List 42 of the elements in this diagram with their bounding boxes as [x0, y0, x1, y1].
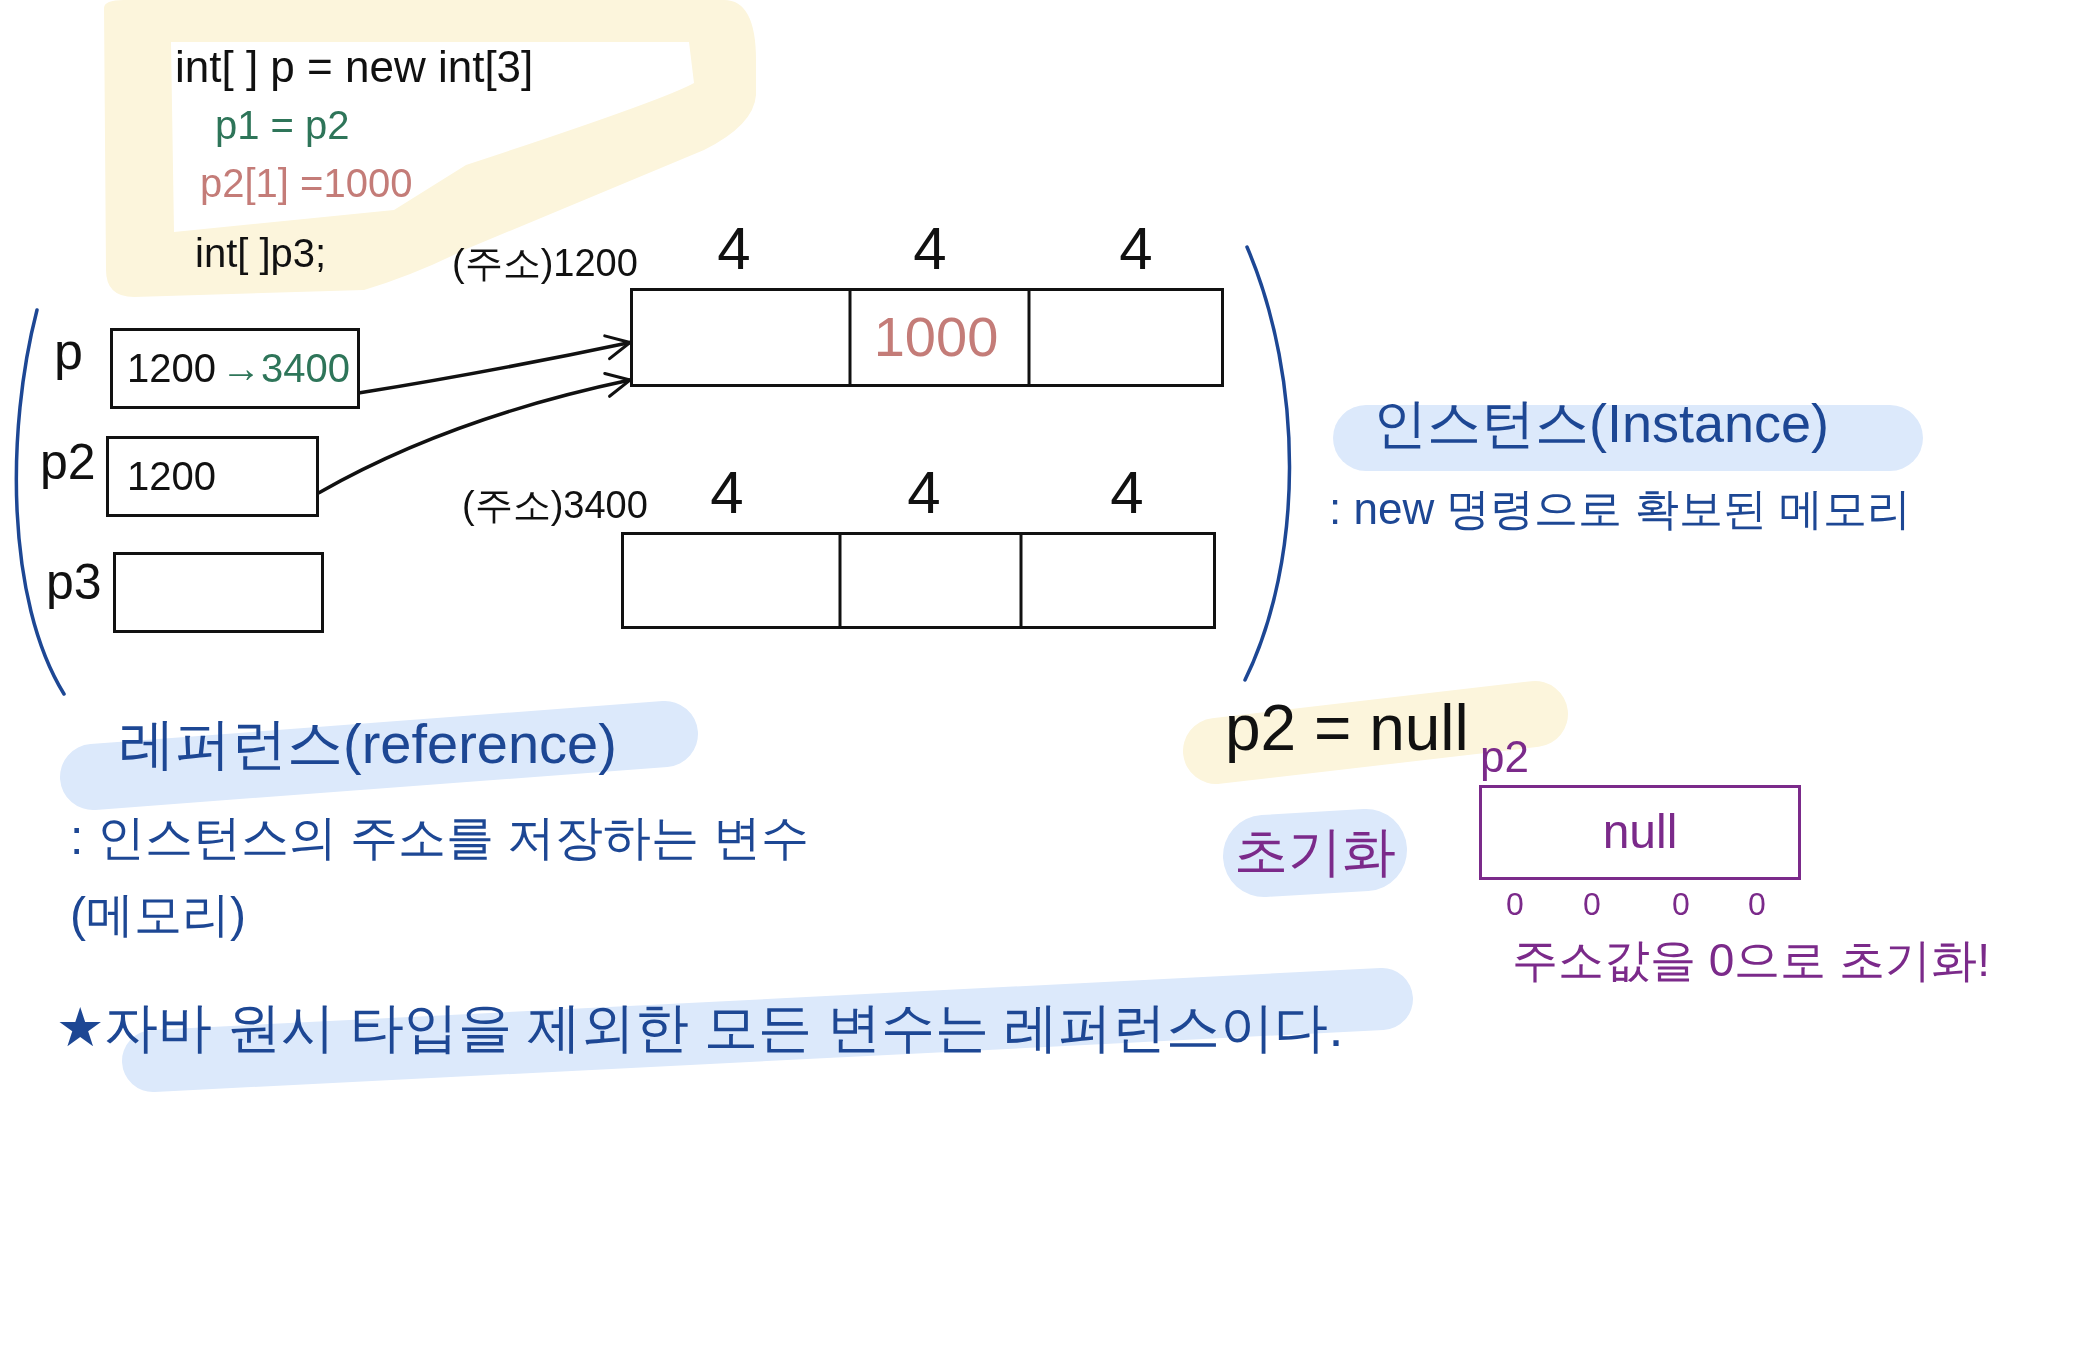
note-text: ★자바 원시 타입을 제외한 모든 변수는 레퍼런스이다. — [56, 996, 1344, 1059]
highlight-band — [1222, 806, 1408, 898]
heading-text: 초기화 — [1234, 820, 1396, 883]
size-label: 4 — [907, 458, 941, 527]
code-line: int[ ] p = new int[3] — [175, 42, 534, 93]
variable-name: p3 — [46, 554, 102, 612]
code-line: p2[1] =1000 — [200, 160, 413, 206]
code-line: p1 = p2 — [215, 102, 350, 148]
zero-label: 0 — [1672, 886, 1690, 923]
variable-name: p — [54, 322, 83, 382]
value-text: 1000 — [873, 305, 999, 370]
variable-box — [113, 552, 324, 633]
array-box — [630, 288, 1224, 387]
size-label: 4 — [913, 214, 947, 283]
zero-label: 0 — [1583, 886, 1601, 923]
code-line: int[ ]p3; — [195, 230, 327, 276]
variable-box — [110, 328, 360, 409]
zero-label: 0 — [1748, 886, 1766, 923]
value-text: 1200 — [127, 453, 216, 499]
arrow — [358, 334, 632, 395]
heading-text: 인스턴스(Instance) — [1373, 392, 1830, 455]
heading-text: 레퍼런스(reference) — [119, 712, 617, 777]
size-label: 4 — [1119, 214, 1153, 283]
zero-label: 0 — [1506, 886, 1524, 923]
value-text: →3400 — [221, 345, 350, 391]
definition-text: : 인스턴스의 주소를 저장하는 변수 (메모리) — [70, 810, 810, 943]
variable-box — [106, 436, 319, 517]
size-label: 4 — [710, 458, 744, 527]
value-text: null — [1602, 804, 1678, 860]
arrow — [317, 372, 632, 495]
variable-box — [1479, 785, 1801, 880]
definition-text: : new 명령으로 확보된 메모리 — [1329, 484, 1911, 535]
array-box — [621, 532, 1216, 629]
variable-name: p2 — [1480, 732, 1529, 783]
variable-name: p2 — [40, 434, 96, 492]
size-label: 4 — [717, 214, 751, 283]
address-label: (주소)1200 — [452, 242, 638, 286]
note-text: 주소값을 0으로 초기화! — [1512, 934, 1990, 987]
address-label: (주소)3400 — [462, 484, 648, 528]
code-text: p2 = null — [1225, 692, 1469, 766]
size-label: 4 — [1110, 458, 1144, 527]
value-text: 1200 — [127, 345, 216, 391]
